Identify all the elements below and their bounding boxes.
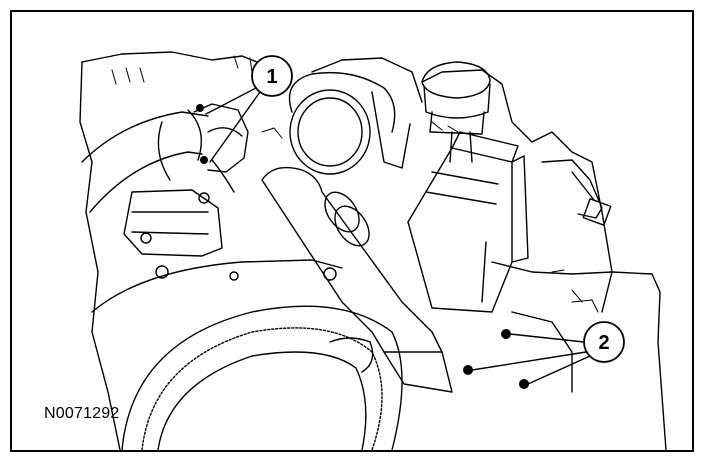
callout-1-label: 1 [266,66,277,88]
oil-filler-cap [421,61,491,163]
flywheel [91,259,403,450]
intake-tube [261,166,453,393]
figure-id-label: N0071292 [44,405,120,422]
detail-lines [111,55,599,313]
filter-housing [407,131,529,313]
upper-hose [81,109,209,213]
callout-2: 2 [471,321,625,385]
callout-2-label: 2 [598,332,609,354]
figure-frame: 1 2 N0071292 [10,10,694,452]
throttle-body [288,71,411,175]
engine-line-art: 1 2 [79,51,667,450]
engine-block [79,51,667,450]
sensor-connector [541,159,612,226]
bolts [196,104,529,389]
exhaust-manifold [123,189,223,257]
callout-1: 1 [205,55,293,163]
elbow-connector [193,103,249,193]
